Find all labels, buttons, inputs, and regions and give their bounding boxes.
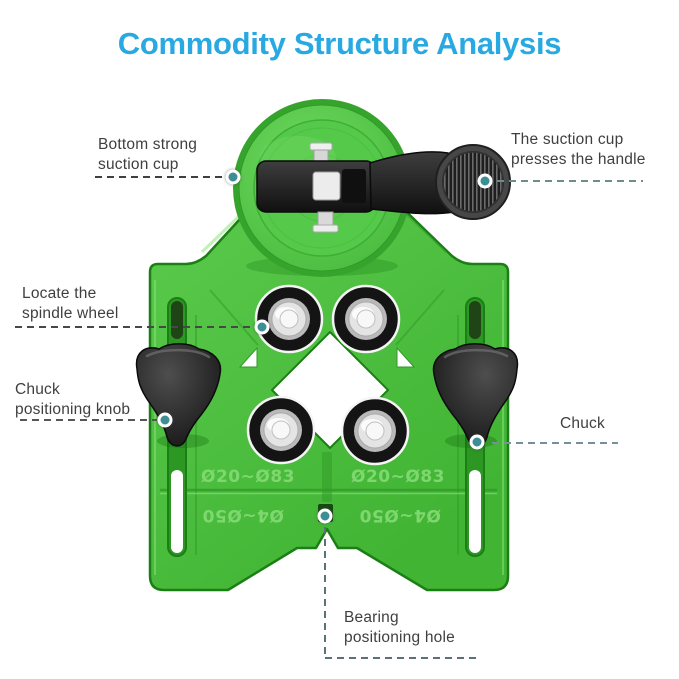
diameter-markings: Ø20~Ø83 Ø20~Ø83 Ø4~Ø50 Ø4~Ø50	[201, 467, 445, 525]
callout-chuck-label: Chuck	[560, 415, 605, 432]
clamp-bottom-pin	[317, 211, 334, 227]
suction-handle-assembly	[256, 142, 511, 233]
marking-lower-left: Ø4~Ø50	[202, 505, 284, 525]
spindle-wheel-top-right	[331, 284, 401, 354]
callout-chuck-knob-label: Chuck positioning knob	[15, 381, 131, 419]
callout-spindle-wheel-line	[15, 326, 253, 328]
callout-spindle-wheel-dot	[254, 319, 270, 335]
callout-press-handle-line	[497, 180, 643, 182]
spindle-wheel-top-left	[254, 284, 324, 354]
marking-upper-right: Ø20~Ø83	[351, 467, 445, 487]
page-title: Commodity Structure Analysis	[117, 26, 562, 61]
handle-grip-disc	[435, 144, 511, 220]
callout-bottom-suction-cup-line	[95, 176, 228, 178]
clamp-metal-block	[312, 171, 341, 201]
callout-chuck-dot	[469, 434, 485, 450]
callout-spindle-wheel-label: Locate the spindle wheel	[22, 285, 119, 323]
callout-press-handle-label: The suction cup presses the handle	[511, 131, 646, 169]
callout-bottom-suction-cup-label: Bottom strong suction cup	[98, 136, 198, 174]
spindle-wheel-bottom-right	[340, 396, 410, 466]
callout-bearing-hole-line-vertical	[324, 527, 326, 656]
callout-chuck-line	[492, 442, 618, 444]
callout-chuck-knob-line	[20, 419, 157, 421]
marking-lower-right: Ø4~Ø50	[359, 505, 441, 525]
clamp-top-pin	[309, 142, 333, 151]
spindle-wheel-bottom-left	[246, 395, 316, 465]
right-triangle-cutout	[396, 346, 416, 368]
callout-press-handle-dot	[477, 173, 493, 189]
callout-chuck-knob-dot	[157, 412, 173, 428]
left-triangle-cutout	[238, 346, 258, 368]
callout-bearing-hole-dot	[317, 508, 333, 524]
callout-bottom-suction-cup-dot	[225, 169, 241, 185]
marking-upper-left: Ø20~Ø83	[201, 467, 295, 487]
callout-bearing-hole-line-horizontal	[325, 657, 477, 659]
chuck-knob-left	[135, 343, 222, 448]
callout-bearing-hole-label: Bearing positioning hole	[344, 609, 455, 647]
spindle-wheels	[246, 284, 410, 466]
